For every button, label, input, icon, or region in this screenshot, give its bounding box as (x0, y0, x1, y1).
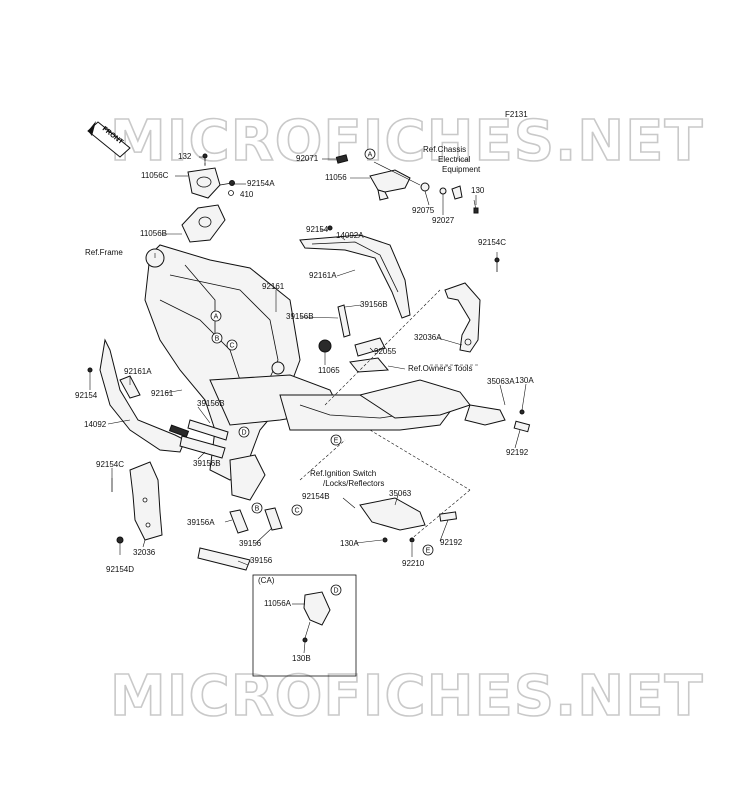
bolt-92154a (219, 180, 235, 196)
label-11056: 11056 (325, 173, 347, 182)
label-130a-bottom: 130A (340, 539, 359, 548)
label-11056c: 11056C (141, 171, 169, 180)
figure-code: F2131 (505, 110, 528, 119)
label-92161a-right: 92161A (309, 271, 337, 280)
watermark-top: MICROFICHES.NET (110, 109, 704, 174)
label-92055: 92055 (374, 347, 397, 356)
label-32036a: 32036A (414, 333, 442, 342)
label-92154-left: 92154 (75, 391, 98, 400)
label-ref-chassis-2: Electrical (438, 155, 471, 164)
leader-lines (87, 156, 527, 654)
strip-39156b-left (179, 419, 229, 459)
label-130b: 130B (292, 654, 311, 663)
label-ref-ignition-1: Ref.Ignition Switch (310, 469, 376, 478)
label-11056a: 11056A (264, 599, 292, 608)
label-ref-chassis-1: Ref.Chassis (423, 145, 466, 154)
label-39156b-right-2: 39156B (286, 312, 314, 321)
label-92154c-left: 92154C (96, 460, 124, 469)
watermark-bottom: MICROFICHES.NET (110, 664, 704, 729)
label-92154d: 92154D (106, 565, 134, 574)
label-39156a: 39156A (187, 518, 215, 527)
callout-c-strip: C (294, 508, 299, 515)
callout-circles: A A B C D E B C E (210, 148, 434, 556)
callout-d-inset: D (333, 588, 338, 595)
label-39156-a: 39156 (239, 539, 262, 548)
callout-e-frame: E (334, 438, 339, 445)
label-92154a: 92154A (247, 179, 275, 188)
bracket-11056 (335, 154, 479, 214)
callout-a-top: A (368, 152, 373, 159)
inset-ca: (CA) D (252, 574, 357, 677)
bracket-35063 (359, 497, 458, 543)
label-130: 130 (471, 186, 485, 195)
callout-e-bracket: E (426, 548, 431, 555)
inset-label: (CA) (258, 576, 275, 585)
label-410: 410 (240, 190, 254, 199)
label-35063: 35063 (389, 489, 412, 498)
label-39156b-left-1: 39156B (197, 399, 225, 408)
callout-c-frame: C (229, 343, 234, 350)
part-92055 (349, 337, 390, 373)
label-11056b: 11056B (140, 229, 167, 238)
label-39156-b: 39156 (250, 556, 273, 565)
rear-subframe (358, 379, 531, 433)
strip-39156a (197, 507, 283, 571)
label-92161-b: 92161 (151, 389, 174, 398)
label-ref-frame: Ref.Frame (85, 248, 123, 257)
label-14092: 14092 (84, 420, 107, 429)
label-92154: 92154 (306, 225, 329, 234)
label-92154b: 92154B (302, 492, 330, 501)
cover-14092a (299, 225, 411, 319)
part-labels: 132 11056C 92154A 410 11056B Ref.Frame 9… (75, 145, 534, 663)
label-11065: 11065 (318, 366, 340, 375)
bracket-32036 (111, 461, 163, 544)
label-ref-ignition-2: /Locks/Reflectors (323, 479, 384, 488)
label-ref-owners-tools: Ref.Owner's Tools (408, 364, 473, 373)
callout-b-frame: B (215, 336, 220, 343)
label-ref-chassis-3: Equipment (442, 165, 481, 174)
label-14092a: 14092A (336, 231, 364, 240)
dashed-ref-lines (204, 158, 480, 541)
label-39156b-right-1: 39156B (360, 300, 388, 309)
label-92027: 92027 (432, 216, 455, 225)
label-92154c-right: 92154C (478, 238, 506, 247)
bracket-11056b (181, 204, 226, 243)
callout-b-strip: B (255, 506, 260, 513)
strip-39156b-right (337, 304, 351, 338)
label-130a-right: 130A (515, 376, 534, 385)
label-35063a: 35063A (487, 377, 515, 386)
label-32036: 32036 (133, 548, 156, 557)
label-92192-right: 92192 (506, 448, 529, 457)
label-92075: 92075 (412, 206, 435, 215)
label-92192-bottom: 92192 (440, 538, 463, 547)
callout-d-frame: D (241, 430, 246, 437)
callout-a-frame: A (214, 314, 219, 321)
bracket-32036a (444, 257, 500, 353)
label-92210: 92210 (402, 559, 425, 568)
label-92161-a: 92161 (262, 282, 285, 291)
label-92161a-left: 92161A (124, 367, 152, 376)
label-92071: 92071 (296, 154, 319, 163)
label-132: 132 (178, 152, 192, 161)
label-39156b-left-2: 39156B (193, 459, 221, 468)
bracket-11056c (187, 153, 221, 199)
